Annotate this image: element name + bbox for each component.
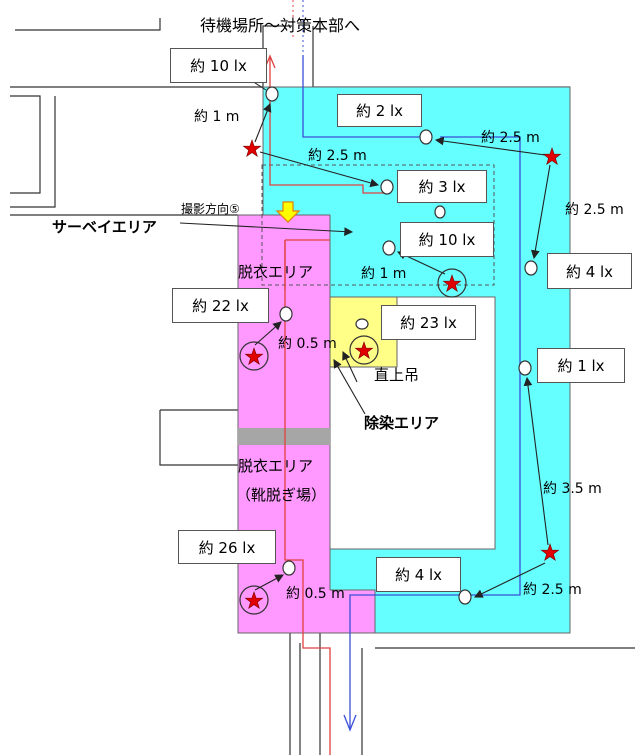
ceiling-hanging-label: 直上吊 [374, 366, 420, 384]
distance-label-4: 約 2.5 m [565, 202, 624, 218]
distance-label-3: 約 2.5 m [481, 130, 540, 146]
page-title: 待機場所～対策本部へ [200, 16, 361, 35]
distance-label-8: 約 0.5 m [286, 586, 345, 602]
measure-points [265, 86, 538, 605]
undress-area-label-2: 脱衣エリア [238, 457, 314, 475]
lux-label-2: 約 2 lx [337, 94, 422, 127]
distance-arrows [179, 102, 551, 598]
lux-label-9: 約 26 lx [178, 530, 276, 564]
distance-label-7: 約 3.5 m [543, 481, 602, 497]
distance-label-5: 約 1 m [361, 266, 407, 282]
distance-label-9: 約 2.5 m [523, 582, 582, 598]
lux-label-10: 約 4 lx [376, 557, 461, 592]
red-route [269, 58, 385, 194]
shoes-area-label: （靴脱ぎ場） [236, 486, 327, 504]
lux-label-6: 約 22 lx [172, 288, 269, 323]
camera-direction-label: 撮影方向⑤ [181, 202, 240, 216]
distance-label-1: 約 1 m [194, 109, 240, 125]
undress-area-label-1: 脱衣エリア [238, 263, 314, 281]
lux-label-8: 約 1 lx [537, 348, 625, 383]
walls [10, 18, 635, 755]
gray-divider [238, 428, 330, 445]
dashed-zone [261, 164, 495, 286]
lux-label-3: 約 3 lx [397, 170, 487, 203]
star-markers [242, 139, 562, 610]
lux-label-1: 約 10 lx [170, 48, 267, 83]
undress-area-pink [237, 214, 376, 634]
lux-label-4: 約 10 lx [400, 222, 494, 257]
camera-arrow-icon [275, 201, 301, 223]
star-icon [242, 139, 262, 158]
distance-label-6: 約 0.5 m [278, 336, 337, 352]
decon-area-label: 除染エリア [364, 414, 440, 432]
blue-route [302, 55, 425, 138]
distance-label-2: 約 2.5 m [308, 148, 367, 164]
lux-label-5: 約 4 lx [547, 253, 632, 289]
survey-area-label: サーベイエリア [52, 218, 157, 236]
lux-label-7: 約 23 lx [381, 305, 476, 340]
